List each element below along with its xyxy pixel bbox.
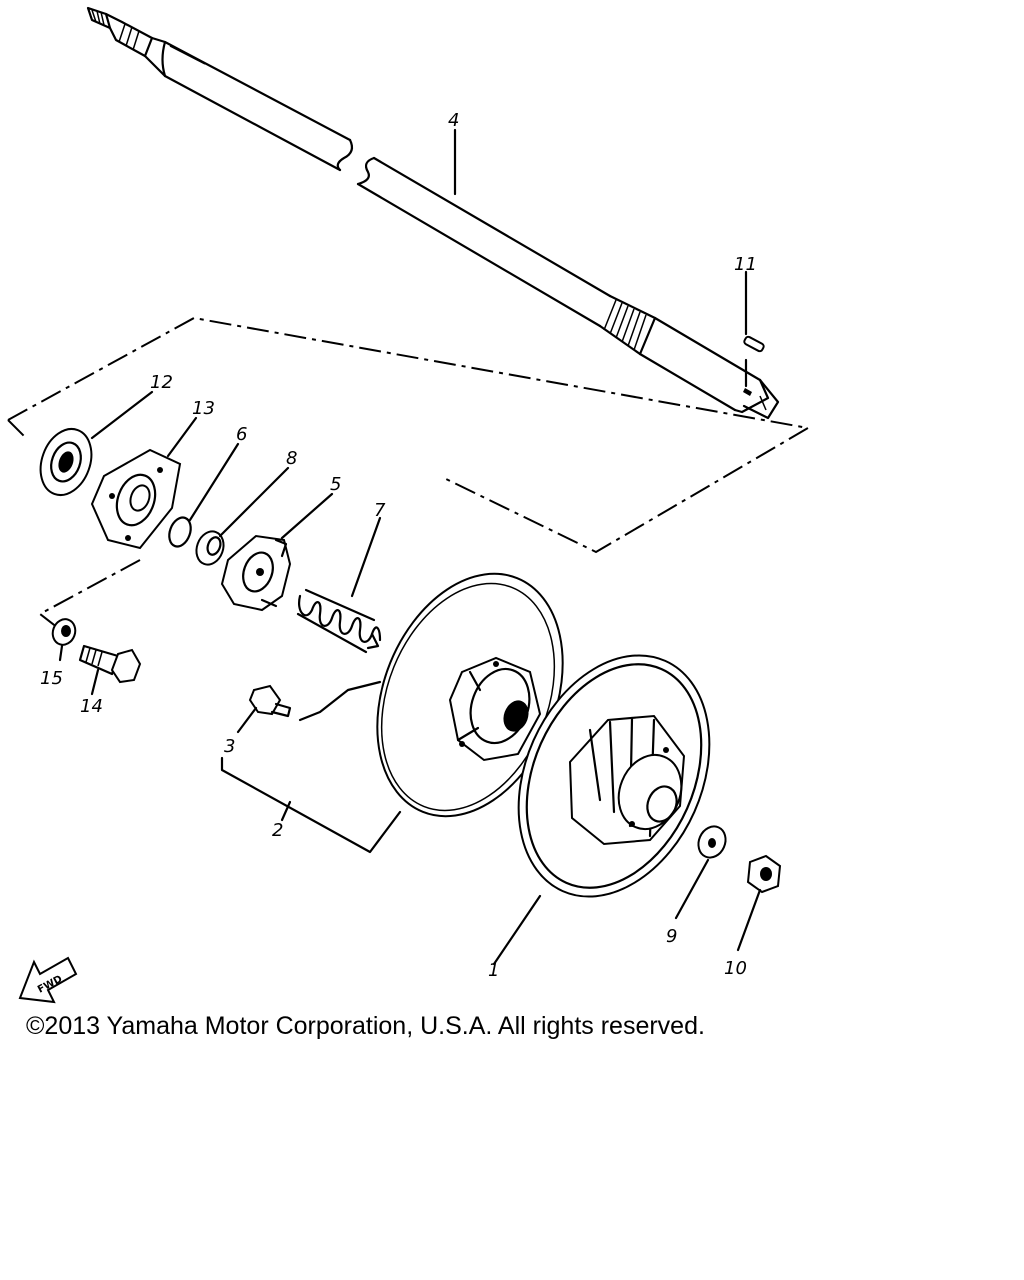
- forward-arrow-icon: FWD: [18, 956, 78, 1004]
- callout-12: 12: [150, 372, 173, 393]
- pin-part: [743, 335, 765, 353]
- set-screw-part: [248, 684, 292, 718]
- shaft-part: [86, 6, 780, 420]
- bolt-part: [78, 644, 142, 684]
- callout-2: 2: [272, 820, 283, 841]
- nut-part: [746, 854, 782, 894]
- callout-labels: 4 11 12 13 6 8 5 7 15 14 3 2 9 10 1: [40, 110, 757, 981]
- callout-4: 4: [448, 110, 459, 131]
- spring-part: [296, 588, 382, 654]
- callout-13: 13: [192, 398, 215, 419]
- cam-plate-part: [90, 448, 182, 550]
- callout-15: 15: [40, 668, 63, 689]
- callout-3: 3: [224, 736, 235, 757]
- callout-8: 8: [286, 448, 297, 469]
- bushing-part: [195, 530, 225, 566]
- callout-6: 6: [236, 424, 247, 445]
- group-bracket-line: [220, 756, 402, 854]
- spring-seat-part: [220, 534, 292, 612]
- callout-11: 11: [734, 254, 757, 275]
- callout-1: 1: [488, 960, 499, 981]
- movable-sheave-part: [376, 572, 564, 818]
- callout-10: 10: [724, 958, 747, 979]
- callout-14: 14: [80, 696, 103, 717]
- leader-lines: [58, 128, 762, 966]
- o-ring-part: [168, 516, 192, 548]
- callout-5: 5: [330, 474, 341, 495]
- callout-9: 9: [666, 926, 677, 947]
- bearing-part: [39, 428, 93, 496]
- flat-washer-part: [697, 825, 727, 859]
- washer-part: [51, 618, 77, 646]
- exploded-view-drawing: 4 11 12 13 6 8 5 7 15 14 3 2 9 10 1 FWD: [7, 6, 811, 1004]
- callout-7: 7: [374, 500, 386, 521]
- copyright-notice: ©2013 Yamaha Motor Corporation, U.S.A. A…: [26, 1012, 705, 1040]
- assembly-boundary-line: [7, 316, 811, 629]
- fixed-sheave-part: [517, 654, 711, 898]
